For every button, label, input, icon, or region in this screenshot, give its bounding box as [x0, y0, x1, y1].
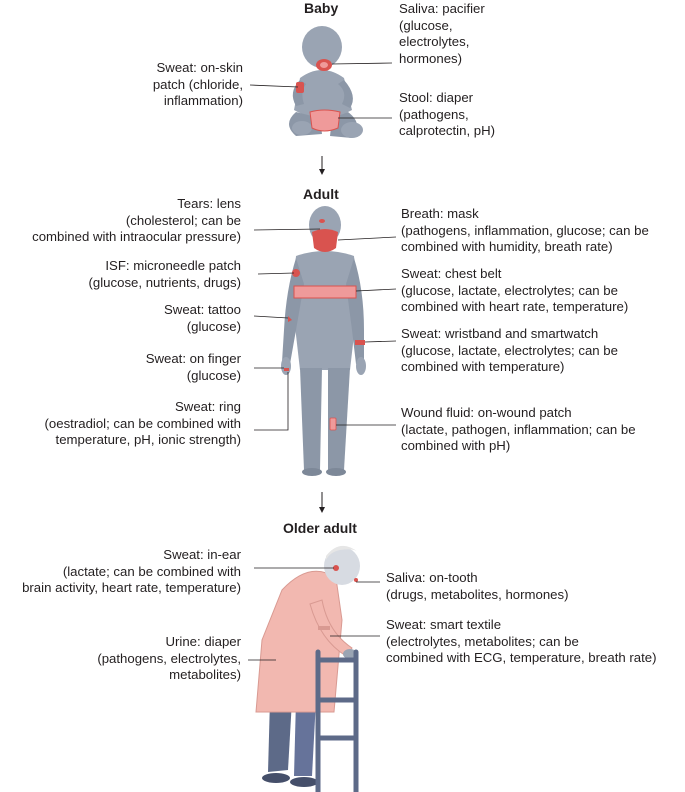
stage-label-adult: Adult — [303, 186, 339, 202]
annotation-older-inear: Sweat: in-ear (lactate; can be combined … — [22, 547, 241, 596]
annotation-adult-breath: Breath: mask (pathogens, inflammation, g… — [401, 206, 649, 255]
annotation-adult-isf: ISF: microneedle patch (glucose, nutrien… — [88, 258, 241, 290]
tattoo-sensor — [288, 316, 292, 322]
stage-label-older-adult: Older adult — [283, 520, 357, 536]
tooth-sensor — [354, 578, 358, 582]
annotation-older-urine: Urine: diaper (pathogens, electrolytes, … — [97, 634, 241, 683]
wound-patch — [329, 417, 337, 431]
lens-sensor — [319, 219, 325, 223]
annotation-older-tooth: Saliva: on-tooth (drugs, metabolites, ho… — [386, 570, 569, 602]
walking-frame — [315, 649, 359, 792]
annotation-adult-tears: Tears: lens (cholesterol; can be combine… — [32, 196, 241, 245]
ring-sensor — [284, 368, 289, 371]
mask-sensor — [312, 229, 338, 252]
annotation-baby-saliva: Saliva: pacifier (glucose, electrolytes,… — [399, 1, 485, 66]
older-adult-figure — [255, 545, 360, 787]
annotation-older-textile: Sweat: smart textile (electrolytes, meta… — [386, 617, 657, 666]
annotation-baby-stool: Stool: diaper (pathogens, calprotectin, … — [399, 90, 496, 139]
annotation-baby-sweat: Sweat: on-skin patch (chloride, inflamma… — [152, 60, 243, 109]
microneedle-patch — [292, 269, 300, 277]
annotation-adult-chest: Sweat: chest belt (glucose, lactate, ele… — [401, 266, 629, 315]
adult-figure — [281, 206, 366, 476]
baby-figure — [289, 26, 363, 138]
smart-textile — [318, 626, 330, 630]
on-skin-patch — [296, 82, 304, 93]
annotation-adult-wrist: Sweat: wristband and smartwatch (glucose… — [401, 326, 618, 375]
annotation-adult-ring: Sweat: ring (oestradiol; can be combined… — [44, 399, 241, 448]
annotation-adult-finger: Sweat: on finger (glucose) — [145, 351, 241, 383]
wristband-sensor — [355, 340, 365, 345]
chest-belt — [293, 285, 357, 299]
annotation-adult-tattoo: Sweat: tattoo (glucose) — [164, 302, 241, 334]
annotation-adult-wound: Wound fluid: on-wound patch (lactate, pa… — [401, 405, 636, 454]
stage-label-baby: Baby — [304, 0, 339, 16]
in-ear-sensor — [333, 565, 339, 571]
diaper-sensor — [309, 109, 341, 132]
